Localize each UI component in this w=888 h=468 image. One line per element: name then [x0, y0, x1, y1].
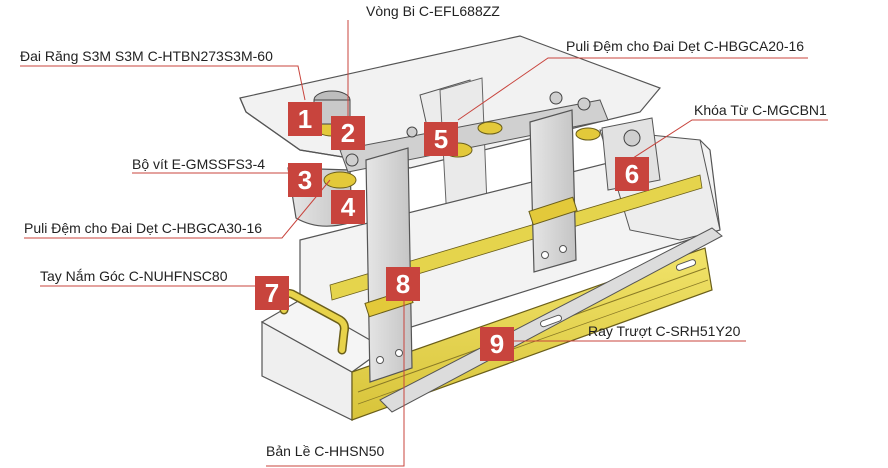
callout-label-6: Khóa Từ C-MGCBN1 [694, 102, 827, 118]
leader-line-8 [266, 300, 405, 467]
callout-label-4: Puli Đệm cho Đai Dẹt C-HBGCA30-16 [24, 220, 263, 236]
plate-hole [559, 245, 567, 253]
callout-badge-4: 4 [331, 190, 365, 224]
inner-rail [329, 174, 703, 301]
callout-badge-6: 6 [615, 157, 649, 191]
callout-badge-1: 1 [288, 102, 322, 136]
plate-hole [376, 356, 384, 364]
bolt [345, 153, 359, 167]
callout-label-9: Ray Trượt C-SRH51Y20 [588, 323, 741, 339]
plate-hole [395, 349, 403, 357]
leader-line-5 [457, 57, 808, 121]
idler-pulley-20b [477, 121, 503, 135]
callout-label-7: Tay Nắm Góc C-NUHFNSC80 [40, 268, 228, 284]
callout-badge-8: 8 [386, 267, 420, 301]
left-vertical-plate [365, 147, 413, 383]
right-vertical-plate [529, 109, 577, 273]
callout-label-1: Đai Răng S3M S3M C-HTBN273S3M-60 [20, 48, 273, 64]
right-hinge [528, 196, 578, 226]
callout-label-8: Bản Lề C-HHSN50 [266, 443, 385, 459]
callout-badge-2: 2 [331, 116, 365, 150]
slot-1 [539, 314, 563, 328]
catch-roller [623, 129, 641, 147]
leader-line-6 [629, 119, 828, 161]
leader-line-1 [20, 65, 306, 101]
callout-badge-3: 3 [288, 163, 322, 197]
bolt [549, 91, 563, 105]
leader-line-4 [24, 179, 331, 239]
bolt [577, 97, 591, 111]
slot-2 [675, 259, 697, 271]
callout-badge-5: 5 [424, 122, 458, 156]
idler-pulley-30 [323, 171, 357, 189]
callout-label-3: Bộ vít E-GMSSFS3-4 [132, 156, 266, 172]
callout-badge-9: 9 [480, 327, 514, 361]
plate-hole [541, 251, 549, 259]
callout-badge-7: 7 [255, 276, 289, 310]
callout-label-5: Puli Đệm cho Đai Dẹt C-HBGCA20-16 [566, 38, 805, 54]
bolt [406, 126, 418, 138]
callout-label-2: Vòng Bi C-EFL688ZZ [366, 3, 500, 19]
idler-pulley-right [575, 127, 601, 141]
